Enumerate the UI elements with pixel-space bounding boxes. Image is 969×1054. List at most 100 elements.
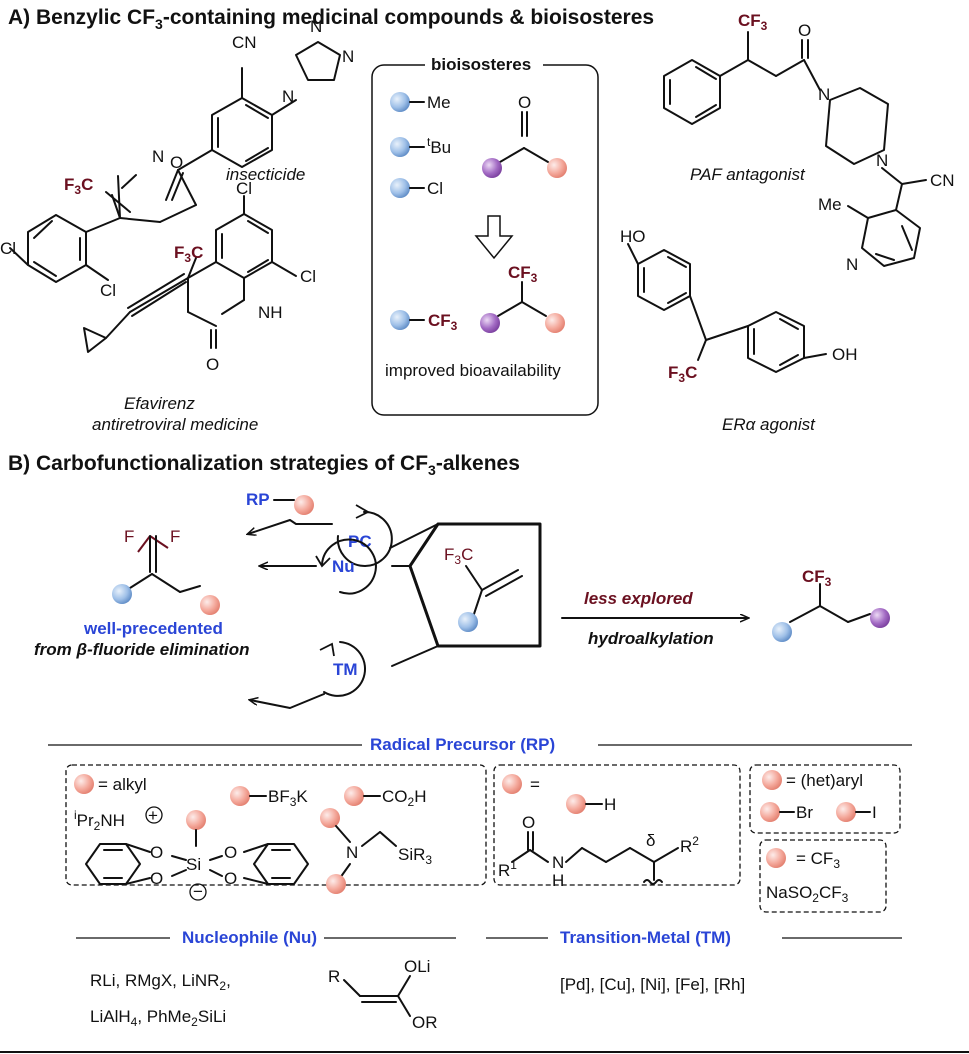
cf3-eq-label: = CF3 [796, 849, 840, 871]
bioisosteres-title-mask [425, 55, 543, 75]
wellprecedented-label: well-precedented [83, 619, 223, 638]
blue-sphere [112, 584, 132, 604]
pink-sphere [760, 802, 780, 822]
rp-box-4 [759, 839, 887, 913]
blue-sphere [390, 137, 410, 157]
insecticide-cl-1: Cl [0, 239, 16, 258]
pink-sphere [762, 770, 782, 790]
triazole-n1: N [310, 17, 322, 36]
pink-sphere [186, 810, 206, 830]
plus-sign: + [148, 806, 158, 825]
section-b-title: B) Carbofunctionalization strategies of … [8, 452, 520, 478]
era-ho: HO [620, 227, 646, 246]
amide-n: N [552, 853, 564, 872]
nu-header: Nucleophile (Nu) [182, 928, 317, 947]
paf-o: O [798, 21, 811, 40]
purple-sphere [482, 158, 502, 178]
triazole-n2: N [342, 47, 354, 66]
h-label: H [604, 795, 616, 814]
era-oh: OH [832, 345, 858, 364]
efavirenz-o: O [206, 355, 219, 374]
purple-sphere [480, 313, 500, 333]
tm-label: TM [333, 660, 358, 679]
f-right: F [170, 527, 180, 546]
bioisostere-tbu: tBu [427, 135, 451, 157]
efavirenz-nh: NH [258, 303, 283, 322]
silicate-si: Si [186, 855, 201, 874]
paf-n1: N [818, 85, 830, 104]
purple-sphere [870, 608, 890, 628]
arrow-tm [250, 693, 325, 709]
amine-bond-4 [379, 831, 397, 847]
blue-sphere [390, 178, 410, 198]
arrow-pc [248, 519, 333, 534]
blue-sphere [390, 310, 410, 330]
amide-eq: = [530, 775, 540, 794]
amide-h: H [552, 871, 564, 890]
rp-box-3 [749, 764, 901, 834]
pc-cycle [336, 510, 393, 567]
minus-sign: − [193, 882, 203, 901]
enolate-structure [343, 975, 411, 1017]
blue-sphere [458, 612, 478, 632]
amine-bond-1 [335, 825, 351, 843]
pink-sphere [344, 786, 364, 806]
less-explored-label: less explored [584, 589, 693, 608]
center-f3c: F3C [444, 545, 473, 567]
blue-sphere [390, 92, 410, 112]
bioisostere-me: Me [427, 93, 451, 112]
tm-cycle-head [319, 642, 335, 657]
hydroalkylation-product [789, 583, 871, 623]
insecticide-f3c: F3C [64, 175, 93, 197]
amide-chain [511, 831, 679, 885]
paf-cn: CN [930, 171, 955, 190]
amine-bond-2 [339, 863, 351, 879]
section-a-title: A) Benzylic CF3-containing medicinal com… [8, 6, 654, 32]
rp-label: RP [246, 490, 270, 509]
enolate-oli: OLi [404, 957, 430, 976]
amine-bond-3 [361, 831, 381, 847]
insecticide-cn: CN [232, 33, 257, 52]
efavirenz-f3c: F3C [174, 243, 203, 265]
pink-sphere [545, 313, 565, 333]
bioisosteres-footer: improved bioavailability [385, 361, 561, 380]
enolate-r: R [328, 967, 340, 986]
alkyl-label: = alkyl [98, 775, 147, 794]
paf-structure [663, 31, 927, 267]
insecticide-label: insecticide [226, 165, 305, 184]
insecticide-structure [9, 41, 341, 283]
era-f3c: F3C [668, 363, 697, 385]
paf-cf3: CF3 [738, 11, 768, 33]
isoxazoline-o: O [170, 153, 183, 172]
gem-difluoroalkene [129, 535, 201, 593]
insecticide-cl-2: Cl [100, 281, 116, 300]
efavirenz-name: Efavirenz [124, 394, 195, 413]
amide-r1: R1 [498, 858, 517, 880]
silicate-o4: O [224, 869, 237, 888]
bf3k-label: BF3K [268, 787, 308, 809]
pink-sphere [836, 802, 856, 822]
sir3-label: SiR3 [398, 845, 432, 867]
connector-tm [391, 645, 439, 667]
product-cf3: CF3 [802, 567, 832, 589]
isoxazoline-n: N [152, 147, 164, 166]
catechol-silicate [85, 843, 309, 885]
pink-sphere [230, 786, 250, 806]
pink-sphere [320, 808, 340, 828]
beta-fluoride-label: from β-fluoride elimination [34, 640, 250, 659]
efavirenz-desc: antiretroviral medicine [92, 415, 258, 434]
bioisostere-cf3-left: CF3 [428, 311, 458, 333]
tm-metals: [Pd], [Cu], [Ni], [Fe], [Rh] [560, 975, 745, 994]
center-alkene [465, 565, 523, 615]
nu-line-1: RLi, RMgX, LiNR2, [90, 971, 231, 993]
pc-cycle-head [355, 504, 370, 519]
rp-header: Radical Precursor (RP) [370, 735, 555, 754]
carbonyl-o: O [518, 93, 531, 112]
paf-me: Me [818, 195, 842, 214]
silicate-o2: O [150, 869, 163, 888]
amide-r2: R2 [680, 834, 699, 856]
f-left: F [124, 527, 134, 546]
rp-box-2 [493, 764, 741, 886]
triazole-n3: N [282, 87, 294, 106]
